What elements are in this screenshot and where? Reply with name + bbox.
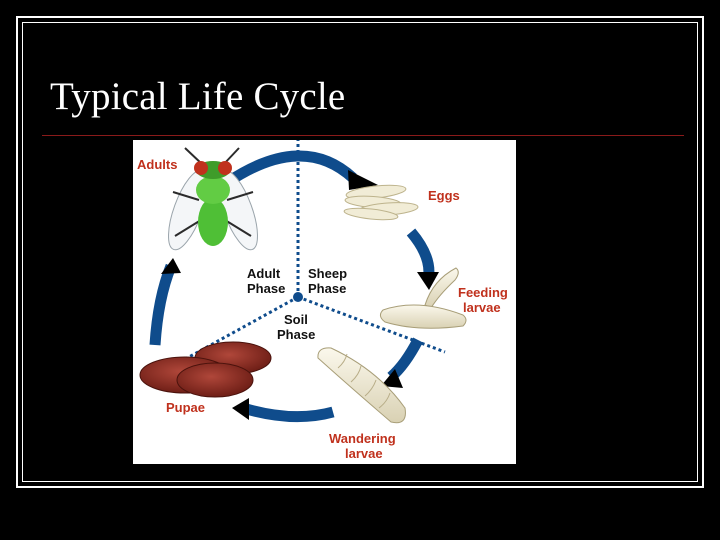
label-wandering-larvae-line1: Wandering bbox=[329, 431, 396, 446]
label-adult-phase-line1: Adult bbox=[247, 266, 281, 281]
eggs-icon bbox=[343, 184, 419, 221]
label-soil-phase-line1: Soil bbox=[284, 312, 308, 327]
label-adult-phase-line2: Phase bbox=[247, 281, 285, 296]
slide-frame-inner bbox=[22, 22, 698, 482]
label-sheep-phase-line1: Sheep bbox=[308, 266, 347, 281]
label-eggs: Eggs bbox=[428, 188, 460, 203]
title-underline bbox=[42, 135, 684, 136]
label-pupae: Pupae bbox=[166, 400, 205, 415]
life-cycle-diagram: Adults Eggs Feeding larvae Wandering lar… bbox=[133, 140, 516, 464]
pupae-icon bbox=[139, 341, 272, 398]
label-feeding-larvae-line1: Feeding bbox=[458, 285, 508, 300]
wandering-larva-icon bbox=[317, 347, 406, 424]
label-sheep-phase-line2: Phase bbox=[308, 281, 346, 296]
label-feeding-larvae-line2: larvae bbox=[463, 300, 501, 315]
fly-icon bbox=[168, 147, 258, 251]
label-wandering-larvae-line2: larvae bbox=[345, 446, 383, 461]
slide-title: Typical Life Cycle bbox=[50, 75, 346, 118]
slide-frame-outer bbox=[16, 16, 704, 488]
label-adults: Adults bbox=[137, 157, 177, 172]
label-soil-phase-line2: Phase bbox=[277, 327, 315, 342]
cycle-arrowheads bbox=[161, 170, 439, 420]
phase-center-dot bbox=[293, 292, 303, 302]
feeding-larvae-icon bbox=[379, 267, 467, 329]
